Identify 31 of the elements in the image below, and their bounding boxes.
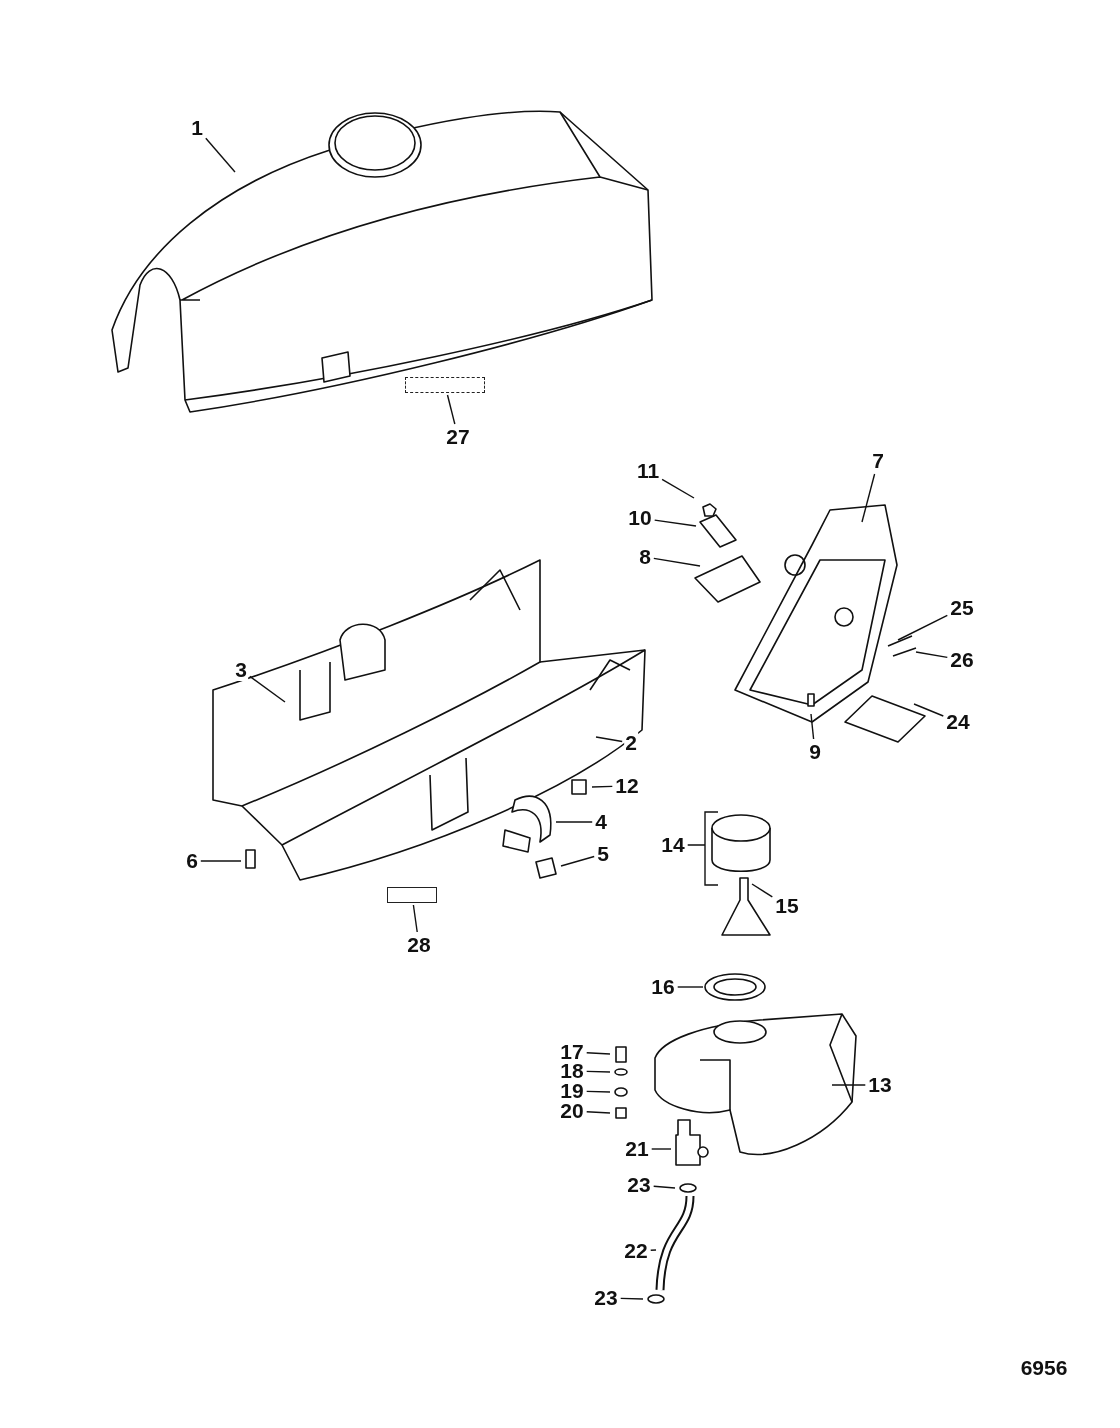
leader-line bbox=[586, 1090, 611, 1093]
leader-line bbox=[651, 1148, 672, 1150]
decal-box bbox=[387, 887, 437, 903]
leader-line bbox=[897, 614, 948, 641]
leader-line bbox=[650, 1249, 657, 1251]
leader-line bbox=[831, 1084, 866, 1086]
leader-line bbox=[446, 394, 456, 425]
leader-line bbox=[654, 519, 697, 527]
leader-line bbox=[249, 675, 286, 703]
leader-line bbox=[653, 557, 701, 567]
leader-line bbox=[555, 821, 593, 823]
decal-box bbox=[405, 377, 485, 393]
leader-line bbox=[677, 986, 704, 988]
leader-line bbox=[915, 651, 948, 659]
leader-line bbox=[205, 137, 236, 173]
leader-line bbox=[586, 1070, 611, 1073]
leader-line bbox=[861, 473, 876, 523]
leader-line bbox=[586, 1111, 611, 1114]
leader-line bbox=[591, 785, 613, 788]
leader-line bbox=[751, 883, 773, 898]
leader-line bbox=[595, 736, 623, 743]
bracket-leader-line bbox=[687, 811, 719, 886]
leader-line bbox=[653, 1185, 676, 1189]
leader-line bbox=[620, 1297, 644, 1300]
leader-line bbox=[560, 855, 595, 867]
leader-line bbox=[810, 713, 815, 740]
leader-line bbox=[661, 478, 695, 499]
leader-line bbox=[200, 860, 242, 862]
leader-line bbox=[586, 1052, 611, 1055]
leader-line bbox=[412, 904, 418, 933]
leader-line bbox=[913, 703, 944, 717]
